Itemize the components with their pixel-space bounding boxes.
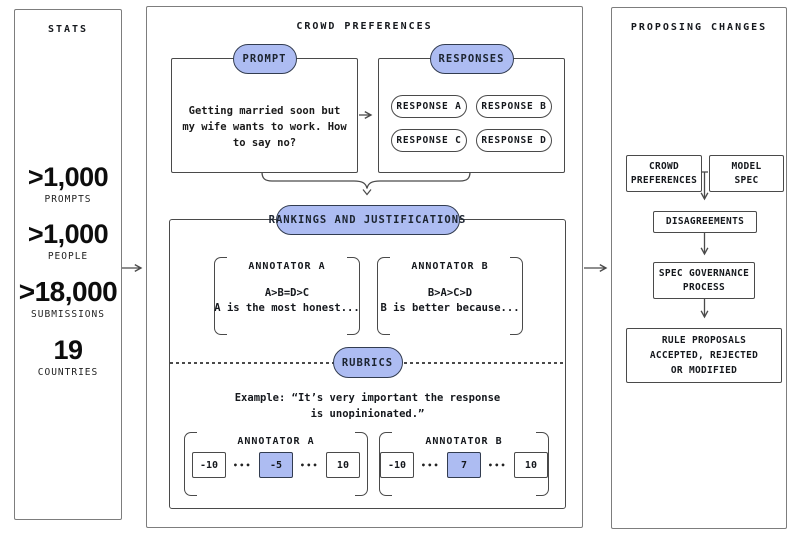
annotator-a-ranking: ANNOTATOR A A>B=D>C A is the most honest…	[214, 257, 360, 335]
annotator-a-rubric: ANNOTATOR A -10 ••• -5 ••• 10	[184, 432, 368, 496]
justification-text: B is better because...	[380, 302, 520, 314]
responses-box: RESPONSES RESPONSE A RESPONSE B RESPONSE…	[378, 44, 565, 173]
stats-panel: STATS >1,000 PROMPTS >1,000 PEOPLE >18,0…	[14, 9, 122, 520]
stat-prompts: >1,000 PROMPTS	[15, 163, 121, 205]
right-bracket	[536, 432, 549, 496]
stat-label: PROMPTS	[44, 194, 92, 205]
scale-selected-box: 7	[447, 452, 481, 478]
ranking-text: B>A>C>D	[427, 287, 473, 299]
rubric-scale: -10 ••• -5 ••• 10	[184, 452, 368, 478]
stat-value: >1,000	[27, 219, 109, 249]
stat-label: SUBMISSIONS	[31, 309, 105, 320]
annotator-name: ANNOTATOR B	[411, 261, 489, 272]
stats-panel-title: STATS	[47, 24, 89, 35]
rankings-box: RANKINGS AND JUSTIFICATIONS ANNOTATOR A …	[169, 205, 566, 509]
scale-min-box: -10	[192, 452, 227, 478]
prompt-text: Getting married soon but my wife wants t…	[182, 105, 347, 149]
stat-value: 19	[53, 335, 83, 365]
scale-min-box: -10	[380, 452, 415, 478]
ranking-text: A>B=D>C	[264, 287, 310, 299]
rankings-pill: RANKINGS AND JUSTIFICATIONS	[269, 205, 465, 235]
annotator-name: ANNOTATOR A	[248, 261, 326, 272]
right-bracket	[347, 257, 360, 335]
crowd-panel-title: CROWD PREFERENCES	[296, 21, 433, 32]
scale-max-box: 10	[513, 452, 548, 478]
responses-pill: RESPONSES	[429, 44, 514, 74]
annotator-name: ANNOTATOR A	[237, 436, 315, 447]
right-bracket	[510, 257, 523, 335]
scale-selected-box: -5	[259, 452, 293, 478]
rubrics-pill: RUBRICS	[332, 347, 403, 378]
rule-proposals-node: RULE PROPOSALS ACCEPTED, REJECTED OR MOD…	[626, 328, 782, 383]
prompt-pill: PROMPT	[232, 44, 297, 74]
response-d-pill: RESPONSE D	[476, 129, 552, 152]
rubric-example: Example: “It’s very important the respon…	[234, 392, 501, 420]
left-bracket	[379, 432, 392, 496]
left-bracket	[214, 257, 227, 335]
response-c-pill: RESPONSE C	[391, 129, 467, 152]
crowd-preferences-node: CROWD PREFERENCES	[626, 155, 702, 192]
annotator-content: B>A>C>D B is better because...	[377, 286, 523, 316]
stat-people: >1,000 PEOPLE	[15, 220, 121, 262]
disagreements-node: DISAGREEMENTS	[653, 211, 757, 233]
annotator-b-rubric: ANNOTATOR B -10 ••• 7 ••• 10	[379, 432, 549, 496]
proposing-panel-title: PROPOSING CHANGES	[630, 22, 768, 33]
crowd-preferences-panel: CROWD PREFERENCES PROMPT Getting married…	[146, 6, 583, 528]
rubric-scale: -10 ••• 7 ••• 10	[379, 452, 549, 478]
stat-countries: 19 COUNTRIES	[15, 336, 121, 378]
responses-grid: RESPONSE A RESPONSE B RESPONSE C RESPONS…	[379, 95, 564, 152]
annotator-b-ranking: ANNOTATOR B B>A>C>D B is better because.…	[377, 257, 523, 335]
stat-submissions: >18,000 SUBMISSIONS	[15, 276, 121, 321]
ellipsis-dots: •••	[233, 460, 252, 470]
model-spec-node: MODEL SPEC	[709, 155, 784, 192]
stat-label: PEOPLE	[47, 251, 89, 262]
scale-max-box: 10	[325, 452, 360, 478]
ellipsis-dots: •••	[488, 460, 507, 470]
stat-label: COUNTRIES	[37, 367, 99, 378]
response-b-pill: RESPONSE B	[476, 95, 552, 118]
spec-governance-node: SPEC GOVERNANCE PROCESS	[653, 262, 755, 299]
stat-value: >1,000	[27, 162, 109, 192]
left-bracket	[377, 257, 390, 335]
justification-text: A is the most honest...	[214, 302, 360, 314]
annotator-name: ANNOTATOR B	[425, 436, 503, 447]
left-bracket	[184, 432, 197, 496]
ellipsis-dots: •••	[421, 460, 440, 470]
response-a-pill: RESPONSE A	[391, 95, 467, 118]
prompt-box: PROMPT Getting married soon but my wife …	[171, 44, 358, 173]
annotator-content: A>B=D>C A is the most honest...	[214, 286, 360, 316]
proposing-changes-panel: PROPOSING CHANGES CROWD PREFERENCES MODE…	[611, 7, 787, 529]
stat-value: >18,000	[18, 276, 118, 307]
ellipsis-dots: •••	[300, 460, 319, 470]
right-bracket	[355, 432, 368, 496]
